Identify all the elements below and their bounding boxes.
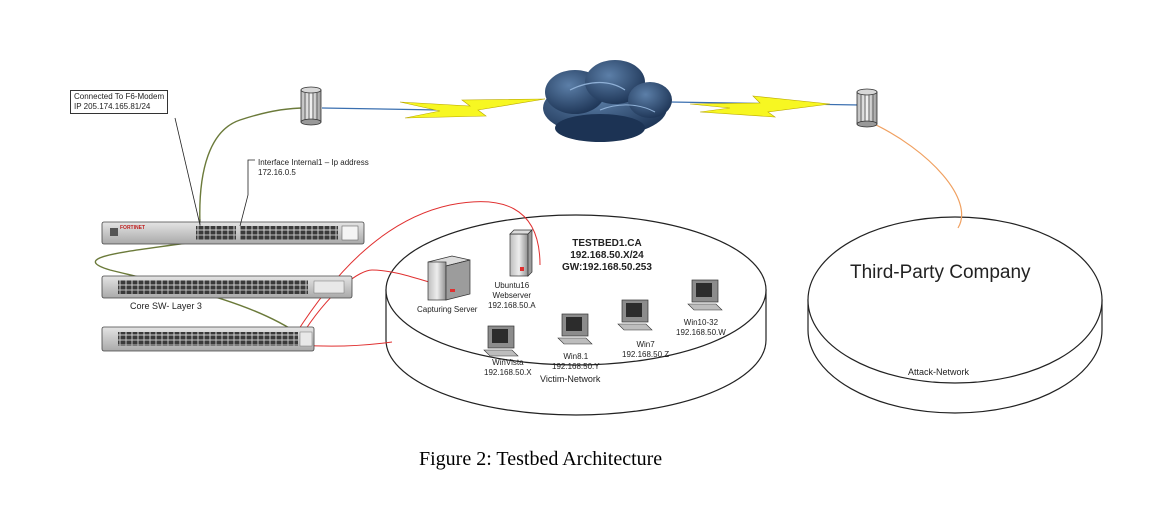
win10-label: Win10-32 192.168.50.W (676, 318, 726, 337)
router-left-icon (300, 86, 322, 126)
red-link-capture (299, 269, 441, 339)
green-link-modem (199, 107, 306, 226)
switch-upper-icon (101, 275, 353, 299)
victim-network-label: Victim-Network (540, 374, 601, 384)
ubuntu-webserver-icon (509, 229, 533, 277)
green-link-core (94, 239, 301, 336)
lightning-right (689, 95, 831, 118)
winvista-label: WinVista 192.168.50.X (484, 358, 532, 377)
attack-network-label: Attack-Network (908, 367, 970, 377)
modem-callout-line (174, 117, 201, 226)
win10-pc-icon (687, 279, 723, 311)
core-switch-label: Core SW- Layer 3 (130, 301, 202, 311)
attack-network-platter (807, 216, 1103, 414)
win7-pc-icon (617, 299, 653, 331)
capturing-server-label: Capturing Server (417, 305, 478, 314)
capturing-server-icon (427, 255, 471, 301)
interface-note: Interface Internal1 – Ip address 172.16.… (258, 158, 369, 177)
interface-callout-line (239, 159, 255, 227)
winvista-pc-icon (483, 325, 519, 357)
win7-label: Win7 192.168.50.Z (622, 340, 670, 359)
win81-pc-icon (557, 313, 593, 345)
ubuntu-label: Ubuntu16 Webserver 192.168.50.A (488, 281, 536, 310)
win81-label: Win8.1 192.168.50.Y (552, 352, 600, 371)
third-party-label: Third-Party Company (850, 262, 1031, 283)
modem-note: Connected To F6-Modem IP 205.174.165.81/… (70, 90, 169, 114)
firewall-brand: FORTINET (120, 225, 145, 231)
router-right-icon (856, 88, 878, 128)
figure-caption: Figure 2: Testbed Architecture (419, 448, 663, 470)
switch-core-icon (101, 326, 315, 352)
orange-link-attack (869, 121, 963, 229)
testbed-info: TESTBED1.CA 192.168.50.X/24 GW:192.168.5… (562, 238, 652, 273)
blue-link-left (321, 107, 441, 111)
lightning-left (399, 98, 546, 119)
firewall-appliance-icon (101, 219, 365, 245)
internet-cloud-icon (543, 60, 672, 142)
victim-network-platter (385, 214, 767, 416)
